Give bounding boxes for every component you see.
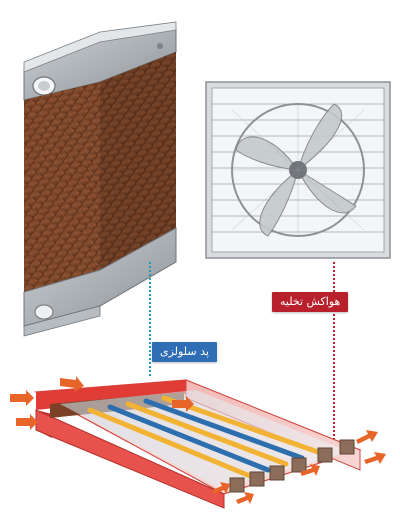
exhaust-fan-label: هواکش تخلیه [272, 292, 349, 312]
cooling-pad-label: پد سلولزی [152, 342, 217, 362]
cooling-pad-illustration [23, 21, 177, 337]
greenhouse-airflow-diagram [10, 376, 386, 509]
exhaust-fan-illustration [205, 81, 391, 259]
